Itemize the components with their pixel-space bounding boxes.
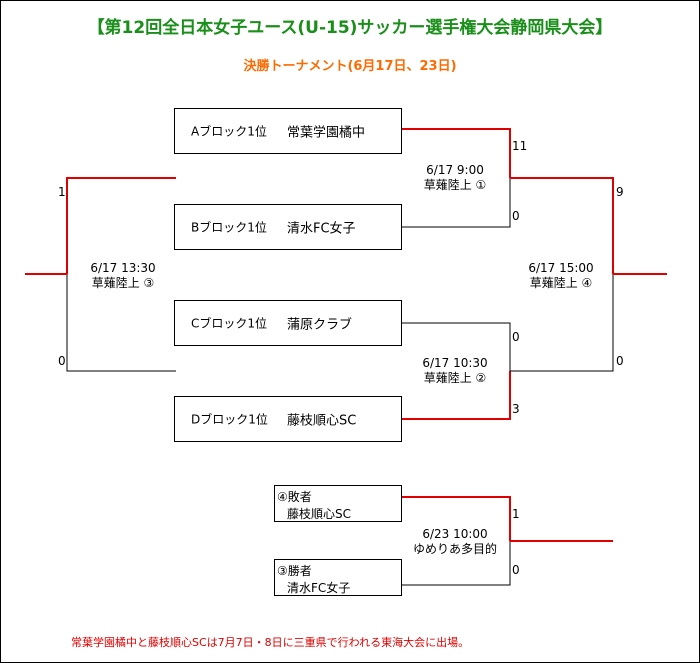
- score-m1-top: 11: [512, 139, 528, 153]
- match-venue: 草薙陸上 ②: [423, 371, 487, 385]
- line-m5-bottom: [401, 541, 511, 586]
- line-m1-top: [401, 128, 511, 178]
- match-venue: ゆめりあ多目的: [412, 542, 497, 556]
- match-date: 6/17 9:00: [426, 163, 484, 177]
- score-m5-top: 1: [512, 507, 520, 521]
- team-box-b: Bブロック1位 清水FC女子: [174, 204, 402, 250]
- match-venue: 草薙陸上 ③: [91, 276, 155, 290]
- placement-team-box-top: ④敗者 藤枝順心SC: [274, 485, 402, 522]
- team-block-label: Aブロック1位: [191, 124, 267, 139]
- match-venue: 草薙陸上 ①: [423, 178, 487, 192]
- score-m1-bottom: 0: [512, 209, 520, 223]
- score-m4-bottom: 0: [616, 354, 624, 368]
- match-date: 6/17 15:00: [528, 261, 594, 275]
- team-box-c: Cブロック1位 蒲原クラブ: [174, 300, 402, 346]
- match-info-4: 6/17 15:00 草薙陸上 ④: [509, 261, 613, 291]
- team-block-label: Bブロック1位: [191, 220, 267, 235]
- match-info-2: 6/17 10:30 草薙陸上 ②: [403, 356, 507, 386]
- score-m4-top: 9: [616, 185, 624, 199]
- score-m3-top: 1: [58, 185, 66, 199]
- team-block-label: Cブロック1位: [191, 316, 268, 331]
- line-m4-top: [510, 177, 614, 274]
- match-info-5: 6/23 10:00 ゆめりあ多目的: [401, 527, 509, 557]
- score-m2-top: 0: [512, 330, 520, 344]
- line-m2-top: [401, 322, 511, 371]
- match-venue: 草薙陸上 ④: [529, 276, 593, 290]
- score-m5-bottom: 0: [512, 563, 520, 577]
- line-m3-top: [66, 177, 176, 274]
- line-m5-top: [401, 496, 511, 541]
- footnote: 常葉学園橘中と藤枝順心SCは7月7日・8日に三重県で行われる東海大会に出場。: [71, 636, 470, 649]
- match-date: 6/23 10:00: [422, 527, 488, 541]
- team-name: 清水FC女子: [287, 221, 356, 237]
- placement-team-name: 清水FC女子: [287, 581, 351, 595]
- placement-team-name: 藤枝順心SC: [287, 507, 351, 521]
- line-m3-bottom: [66, 274, 176, 372]
- match-info-1: 6/17 9:00 草薙陸上 ①: [403, 163, 507, 193]
- page-title: 【第12回全日本女子ユース(U-15)サッカー選手権大会静岡県大会】: [87, 18, 613, 38]
- team-name: 蒲原クラブ: [287, 317, 353, 333]
- page-subtitle: 決勝トーナメント(6月17日、23日): [243, 59, 457, 74]
- team-box-d: Dブロック1位 藤枝順心SC: [174, 396, 402, 442]
- match-info-3: 6/17 13:30 草薙陸上 ③: [71, 261, 175, 291]
- line-m1-bottom: [401, 178, 511, 228]
- placement-team-box-bottom: ③勝者 清水FC女子: [274, 559, 402, 596]
- score-m3-bottom: 0: [58, 354, 66, 368]
- line-m2-bottom: [401, 371, 511, 420]
- team-name: 藤枝順心SC: [287, 413, 357, 429]
- score-m2-bottom: 3: [512, 402, 520, 416]
- line-m4-bottom: [510, 274, 614, 372]
- team-name: 常葉学園橘中: [287, 125, 366, 141]
- team-block-label: Dブロック1位: [191, 412, 268, 427]
- match-date: 6/17 10:30: [422, 356, 488, 370]
- placement-role: ④敗者: [277, 490, 312, 504]
- placement-role: ③勝者: [277, 564, 312, 578]
- match-date: 6/17 13:30: [90, 261, 156, 275]
- team-box-a: Aブロック1位 常葉学園橘中: [174, 108, 402, 154]
